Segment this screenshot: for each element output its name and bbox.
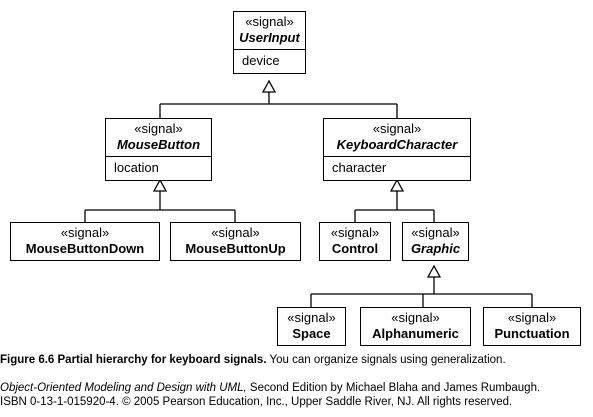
stereotype-label: «signal» (134, 121, 183, 136)
class-keyboardcharacter: «signal» KeyboardCharacter character (323, 118, 471, 181)
stereotype-label: «signal» (211, 225, 260, 240)
class-control: «signal» Control (319, 222, 391, 261)
stereotype-label: «signal» (507, 310, 557, 325)
generalization-triangle (389, 178, 405, 192)
credit-isbn: ISBN 0-13-1-015920-4. © 2005 Pearson Edu… (0, 396, 513, 408)
stereotype-label: «signal» (411, 225, 460, 240)
attribute-compartment: device (234, 49, 305, 73)
stereotype-label: «signal» (391, 310, 440, 325)
class-mousebutton: «signal» MouseButton location (105, 118, 212, 181)
class-header: «signal» Graphic (403, 223, 468, 260)
class-header: «signal» MouseButton (106, 119, 211, 156)
copyright-credit: Object-Oriented Modeling and Design with… (0, 381, 593, 409)
caption-text: You can organize signals using generaliz… (266, 354, 506, 366)
class-header: «signal» MouseButtonUp (171, 223, 300, 260)
attribute-compartment: character (324, 156, 470, 180)
stereotype-label: «signal» (287, 310, 336, 325)
generalization-lines (84, 79, 533, 307)
class-header: «signal» Alphanumeric (361, 308, 470, 345)
class-header: «signal» Control (320, 223, 390, 260)
class-name: Space (292, 326, 331, 341)
stereotype-label: «signal» (60, 225, 110, 240)
class-userinput: «signal» UserInput device (233, 11, 306, 74)
class-name: KeyboardCharacter (336, 137, 458, 152)
class-name: MouseButton (116, 137, 201, 152)
stereotype-label: «signal» (245, 14, 294, 29)
class-name: Punctuation (494, 326, 570, 341)
class-name: UserInput (239, 30, 300, 45)
class-header: «signal» UserInput (234, 12, 305, 49)
class-header: «signal» KeyboardCharacter (324, 119, 470, 156)
generalization-triangle (152, 178, 168, 192)
class-mousebuttonup: «signal» MouseButtonUp (170, 222, 301, 261)
generalization-triangle (261, 79, 277, 93)
class-punctuation: «signal» Punctuation (483, 307, 581, 346)
figure-number: Figure 6.6 Partial hierarchy for keyboar… (0, 354, 267, 366)
class-alphanumeric: «signal» Alphanumeric (360, 307, 471, 346)
figure-caption: Figure 6.6 Partial hierarchy for keyboar… (0, 353, 593, 367)
stereotype-label: «signal» (330, 225, 380, 240)
class-graphic: «signal» Graphic (402, 222, 469, 261)
stereotype-label: «signal» (372, 121, 422, 136)
class-header: «signal» MouseButtonDown (11, 223, 159, 260)
credit-authors: Second Edition by Michael Blaha and Jame… (246, 382, 541, 394)
class-header: «signal» Punctuation (484, 308, 580, 345)
class-name: Control (331, 241, 379, 256)
class-header: «signal» Space (278, 308, 345, 345)
class-name: MouseButtonUp (185, 241, 286, 256)
class-name: Alphanumeric (372, 326, 459, 341)
attribute-compartment: location (106, 156, 211, 180)
generalization-triangle (426, 264, 442, 278)
class-space: «signal» Space (277, 307, 346, 346)
class-name: Graphic (410, 241, 461, 256)
book-title: Object-Oriented Modeling and Design with… (0, 382, 247, 394)
class-name: MouseButtonDown (25, 241, 145, 256)
class-mousebuttondown: «signal» MouseButtonDown (10, 222, 160, 261)
